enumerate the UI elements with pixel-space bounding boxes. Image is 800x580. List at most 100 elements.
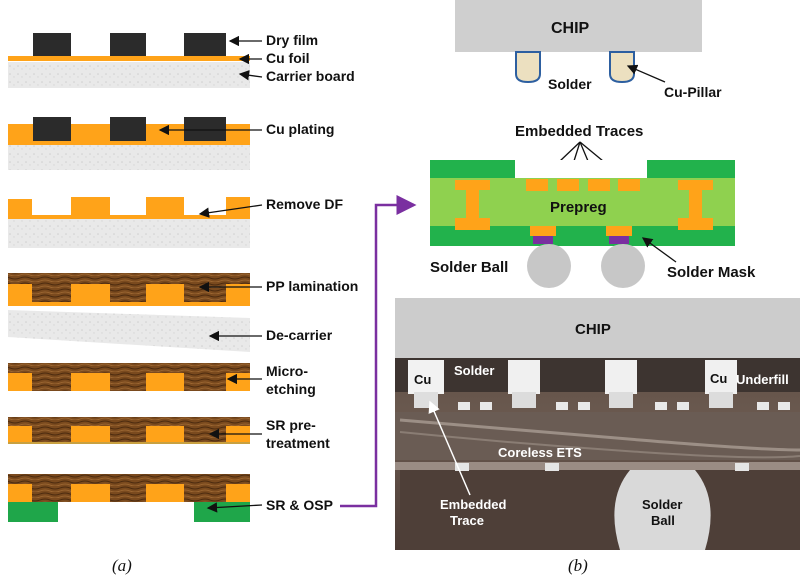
step-micro-etching: [8, 363, 250, 391]
label-sr-pretreatment-1: SR pre-: [266, 417, 316, 433]
arrow-cu-pillar: [626, 64, 666, 83]
label-cu-foil: Cu foil: [266, 50, 310, 66]
embedded-trace-label-2: Trace: [450, 513, 484, 528]
solder-label: Solder: [548, 76, 592, 92]
label-de-carrier: De-carrier: [266, 327, 333, 343]
cu-trace: [71, 197, 110, 215]
arrow-solder-mask: [641, 237, 677, 263]
arrow-remove-df: [198, 204, 263, 218]
label-sr-osp: SR & OSP: [266, 497, 333, 513]
process-to-structure-arrow: [340, 195, 417, 508]
micro-cu-pillar: [408, 360, 444, 394]
bottom-pad: [606, 226, 632, 236]
micro-embedded-traces: [458, 402, 790, 410]
dry-film-block: [110, 117, 146, 141]
embedded-traces-label: Embedded Traces: [515, 123, 643, 140]
cu-trace: [226, 426, 250, 444]
arrow-carrier-board: [238, 70, 263, 81]
cu-foil: [8, 215, 250, 219]
step-sr-osp: [8, 474, 250, 522]
label-micro-etching-2: etching: [266, 381, 316, 397]
cu-foil: [8, 302, 250, 306]
label-remove-df: Remove DF: [266, 196, 343, 212]
dry-film-block: [33, 33, 71, 56]
chip-block: [455, 0, 702, 52]
arrow-embedded-trace: [428, 400, 471, 496]
micro-solder-label: Solder: [454, 363, 494, 378]
cu-trace: [71, 426, 110, 444]
cu-pillar-right: [609, 51, 635, 84]
step-dry-film: [8, 33, 250, 88]
embedded-trace: [588, 179, 610, 191]
micro-cu-pillar: [605, 360, 637, 394]
solder-resist: [8, 502, 58, 522]
solder-mask-opening: [515, 160, 647, 178]
micro-solder: [709, 392, 733, 408]
cu-trace: [8, 484, 32, 502]
embedded-trace: [618, 179, 640, 191]
cu-trace: [8, 199, 32, 215]
cu-trace: [8, 373, 32, 391]
pp-layer: [8, 417, 250, 444]
step-pp-lamination: [8, 273, 250, 306]
cu-trace: [146, 373, 184, 391]
cu-trace: [71, 373, 110, 391]
cu-trace: [226, 484, 250, 502]
cu-pillar-left: [515, 51, 541, 84]
micrograph-chip: [395, 298, 800, 358]
panel-b-schematic: CHIP Solder Cu-Pillar Embedded Traces Pr…: [430, 0, 756, 288]
arrow-sr-osp: [206, 502, 263, 513]
carrier-board: [8, 310, 250, 352]
cu-trace: [8, 284, 32, 302]
cu-trace: [71, 484, 110, 502]
cu-right-label: Cu: [710, 371, 727, 386]
solder-mask-label: Solder Mask: [667, 264, 756, 281]
via-right: [678, 180, 713, 230]
label-sr-pretreatment-2: treatment: [266, 435, 330, 451]
step-de-carrier: [8, 310, 250, 352]
caption-b: (b): [568, 556, 588, 575]
micro-cu-pillar: [705, 360, 737, 394]
label-dry-film: Dry film: [266, 32, 318, 48]
embedded-trace: [526, 179, 548, 191]
micro-solder-ball-label-1: Solder: [642, 497, 682, 512]
label-micro-etching-1: Micro-: [266, 363, 308, 379]
micro-cu-pillar: [508, 360, 540, 394]
cu-trace: [226, 373, 250, 391]
micro-bottom-layer: [395, 462, 800, 470]
chip-label: CHIP: [551, 20, 590, 37]
micro-solder-ball: [614, 470, 711, 550]
cu-trace: [146, 284, 184, 302]
solder-ball: [527, 244, 571, 288]
step-remove-df: [8, 197, 250, 248]
micro-solder-ball-label-2: Ball: [651, 513, 675, 528]
solder-ball-label: Solder Ball: [430, 259, 508, 276]
prepreg-label: Prepreg: [550, 199, 607, 216]
micro-solder: [512, 392, 536, 408]
cu-pillar-label: Cu-Pillar: [664, 84, 722, 100]
label-cu-plating: Cu plating: [266, 121, 334, 137]
panel-a-arrows: [158, 35, 263, 513]
embedded-trace-label-1: Embedded: [440, 497, 507, 512]
pp-layer: [8, 363, 250, 391]
dry-film-block: [184, 117, 226, 141]
pp-layer: [8, 474, 250, 502]
dry-film-block: [33, 117, 71, 141]
panel-b-micrograph: CHIP Coreless ETS: [395, 298, 800, 550]
cu-trace: [8, 426, 32, 444]
cu-trace: [226, 284, 250, 302]
solder-resist: [194, 502, 250, 522]
carrier-board: [8, 62, 250, 88]
label-carrier-board: Carrier board: [266, 68, 355, 84]
carrier-board: [8, 219, 250, 248]
dry-film-block: [184, 33, 226, 56]
carrier-board: [8, 145, 250, 170]
caption-a: (a): [112, 556, 132, 575]
cu-foil: [8, 141, 250, 145]
cu-left-label: Cu: [414, 372, 431, 387]
solder-ball: [601, 244, 645, 288]
panel-a: Dry film Cu foil Carrier board Cu platin…: [8, 32, 358, 575]
label-pp-lamination: PP lamination: [266, 278, 358, 294]
cu-trace: [226, 197, 250, 215]
